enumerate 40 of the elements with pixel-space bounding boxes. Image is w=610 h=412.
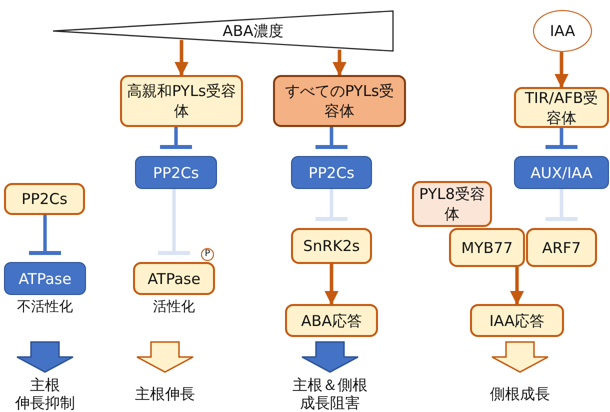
arrow — [510, 267, 524, 305]
receptor-box: 高親和PYLs受容体 — [120, 75, 243, 127]
arrow — [554, 52, 568, 88]
outcome-text: 側根成長 — [465, 376, 575, 412]
block-arrow — [16, 341, 74, 373]
protein-box: SnRK2s — [291, 228, 372, 264]
inhibition-line — [29, 215, 61, 255]
outcome-text: 主根伸長 — [110, 376, 220, 412]
inhibition-line — [158, 189, 190, 255]
inhibition-line — [546, 128, 578, 149]
protein-box: ATPase — [4, 262, 86, 295]
state-label: 活性化 — [152, 298, 196, 316]
arrow — [174, 40, 188, 76]
state-label: 不活性化 — [16, 298, 74, 316]
block-arrow — [491, 341, 549, 373]
receptor-box: すべてのPYLs受容体 — [273, 75, 406, 127]
response-box: IAA応答 — [470, 304, 564, 337]
block-arrow — [136, 341, 194, 373]
protein-box: MYB77 — [449, 228, 525, 267]
outcome-text: 主根 伸長抑制 — [10, 376, 80, 412]
inhibition-line — [160, 127, 192, 149]
block-arrow — [301, 341, 359, 373]
inhibition-line — [316, 189, 348, 221]
concentration-wedge: ABA濃度 — [52, 10, 394, 52]
protein-box: PP2Cs — [135, 156, 217, 189]
arrow — [332, 50, 346, 76]
protein-box: AUX/IAA — [514, 156, 609, 189]
protein-box: ATPase — [133, 262, 215, 295]
inhibition-line — [316, 127, 348, 149]
inhibition-line — [546, 189, 578, 221]
protein-box: PP2Cs — [291, 156, 372, 189]
phosphate-mark: P — [201, 248, 214, 261]
receptor-box: TIR/AFB受容体 — [514, 87, 609, 128]
receptor-box: PYL8受容体 — [412, 181, 492, 227]
protein-box: ARF7 — [526, 228, 597, 267]
protein-box: PP2Cs — [4, 183, 85, 215]
hormone-ellipse: IAA — [533, 10, 592, 52]
outcome-text: 主根＆側根 成長阻害 — [270, 376, 390, 412]
response-box: ABA応答 — [285, 304, 378, 337]
arrow — [324, 264, 338, 305]
